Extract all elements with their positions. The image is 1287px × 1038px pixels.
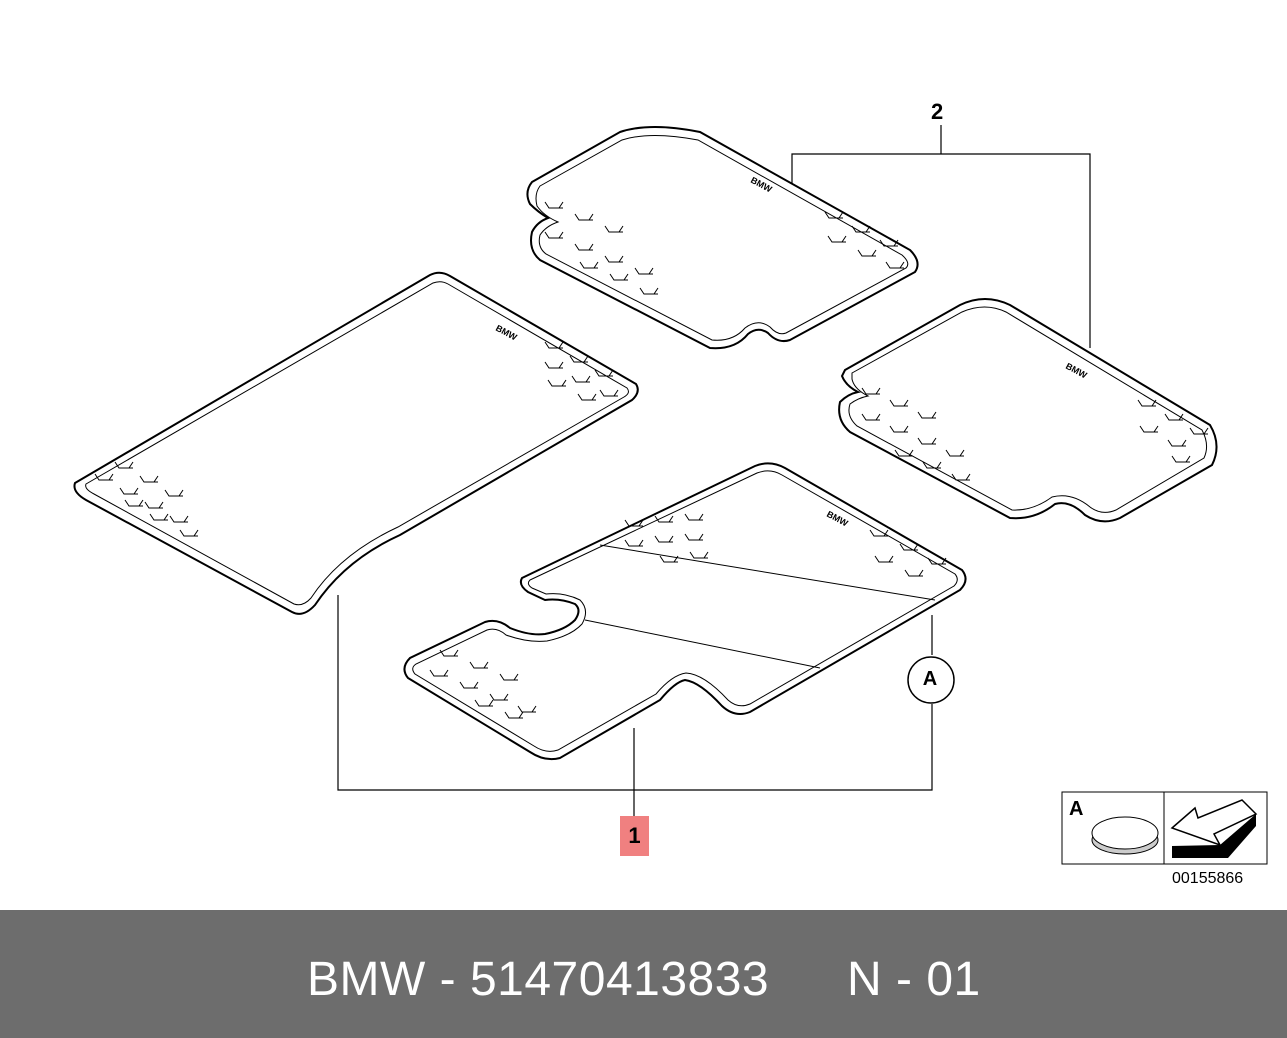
detail-a-circle	[907, 656, 955, 704]
footer-bar: BMW - 51470413833 N - 01	[0, 910, 1287, 1038]
tread-pattern	[94, 341, 619, 537]
legend-graphics	[1061, 791, 1268, 865]
callout-part-1[interactable]: 1	[620, 816, 649, 856]
legend-letter: A	[1069, 798, 1084, 820]
front-mat-right: BMW	[838, 298, 1218, 523]
diagram-id: 00155866	[1172, 870, 1244, 887]
svg-text:BMW: BMW	[494, 323, 519, 343]
svg-text:BMW: BMW	[749, 175, 774, 195]
footer-part-number: BMW - 51470413833	[307, 953, 770, 1006]
tread-pattern	[429, 513, 947, 719]
callout-part-2: 2	[931, 99, 944, 124]
front-mat-top: BMW	[526, 126, 919, 350]
round-clip-icon	[1091, 816, 1159, 855]
arrow-icon	[1170, 799, 1258, 858]
footer-page: N - 01	[847, 953, 981, 1006]
svg-text:BMW: BMW	[1064, 361, 1089, 381]
front-mat-bottom: BMW	[403, 462, 967, 761]
callout-detail-a: A	[922, 667, 938, 690]
leader-lines	[337, 125, 1091, 818]
floor-mats-diagram: BMW BMW BMW	[73, 125, 1268, 865]
